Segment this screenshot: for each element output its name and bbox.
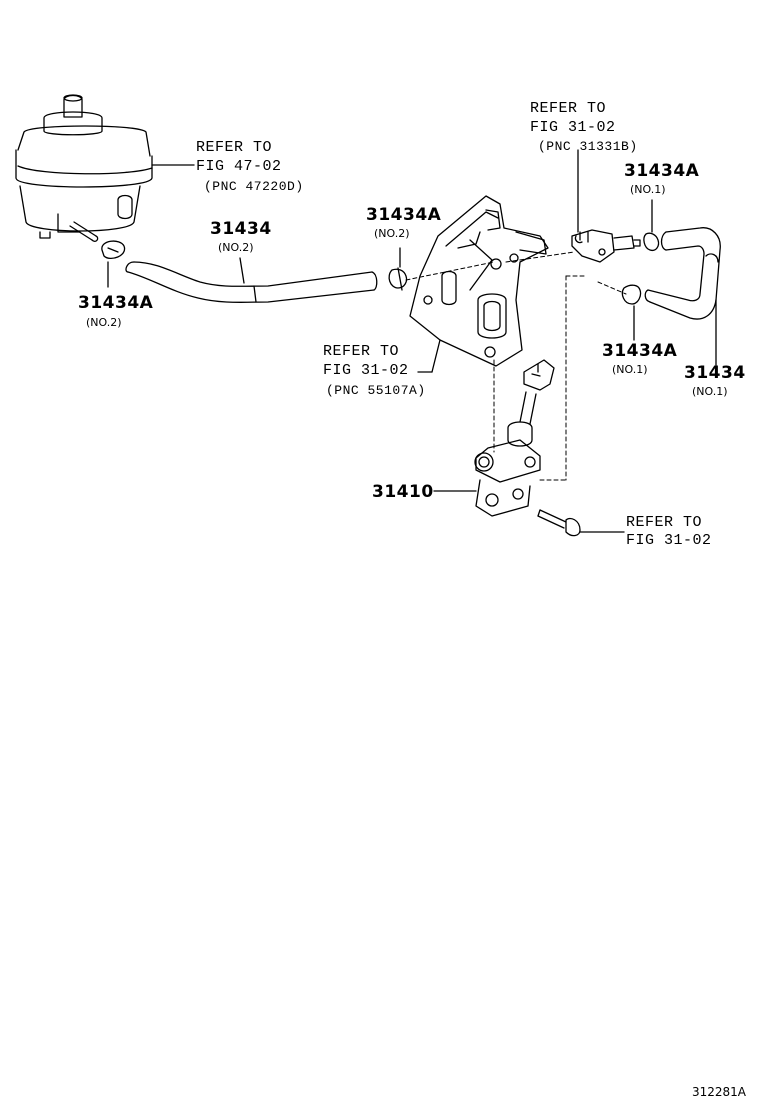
bolt-ref-line1: REFER TO <box>626 514 703 531</box>
clamp-center-sub: (NO.2) <box>374 227 410 240</box>
bracket-ref-line1: REFER TO <box>323 343 400 360</box>
clamp-bottom-right-drawing <box>621 284 642 341</box>
bracket-ref-line2: FIG 31-02 <box>323 362 409 379</box>
switch-ref-line3: (PNC 31331B) <box>538 139 638 154</box>
pedal-bracket-drawing <box>409 195 549 367</box>
clamp-top-right-drawing <box>643 199 660 252</box>
master-cylinder-part-number: 31410 <box>372 482 434 502</box>
clamp-left-part-number: 31434A <box>78 293 154 313</box>
clamp-top-right-sub: (NO.1) <box>630 183 666 196</box>
bolt-ref-line2: FIG 31-02 <box>626 532 712 549</box>
clamp-left-drawing <box>101 240 126 288</box>
leader-lines <box>151 164 441 373</box>
hose-center-part-number: 31434 <box>210 219 272 239</box>
switch-ref-line1: REFER TO <box>530 100 607 117</box>
clamp-center-part-number: 31434A <box>366 205 442 225</box>
hose-right-sub: (NO.1) <box>692 385 728 398</box>
switch-ref-line2: FIG 31-02 <box>530 119 616 136</box>
hose-center-sub: (NO.2) <box>218 241 254 254</box>
reservoir-ref-line2: FIG 47-02 <box>196 158 282 175</box>
master-cylinder-drawing <box>433 359 555 517</box>
hose-center-drawing <box>125 257 378 303</box>
bolt-drawing <box>537 509 625 537</box>
clamp-top-right-part-number: 31434A <box>624 161 700 181</box>
clamp-center-drawing <box>388 247 408 291</box>
hose-right-part-number: 31434 <box>684 363 746 383</box>
figure-code: 312281A <box>692 1085 747 1099</box>
reservoir-tank-drawing <box>15 94 153 242</box>
reservoir-ref-line3: (PNC 47220D) <box>204 179 304 194</box>
clamp-left-sub: (NO.2) <box>86 316 122 329</box>
reservoir-ref-line1: REFER TO <box>196 139 273 156</box>
bracket-ref-line3: (PNC 55107A) <box>326 383 426 398</box>
hose-right-drawing <box>644 227 721 366</box>
dashed-alignment-lines <box>405 251 627 481</box>
clamp-bottom-right-part-number: 31434A <box>602 341 678 361</box>
clamp-bottom-right-sub: (NO.1) <box>612 363 648 376</box>
switch-connector-drawing <box>571 149 641 263</box>
